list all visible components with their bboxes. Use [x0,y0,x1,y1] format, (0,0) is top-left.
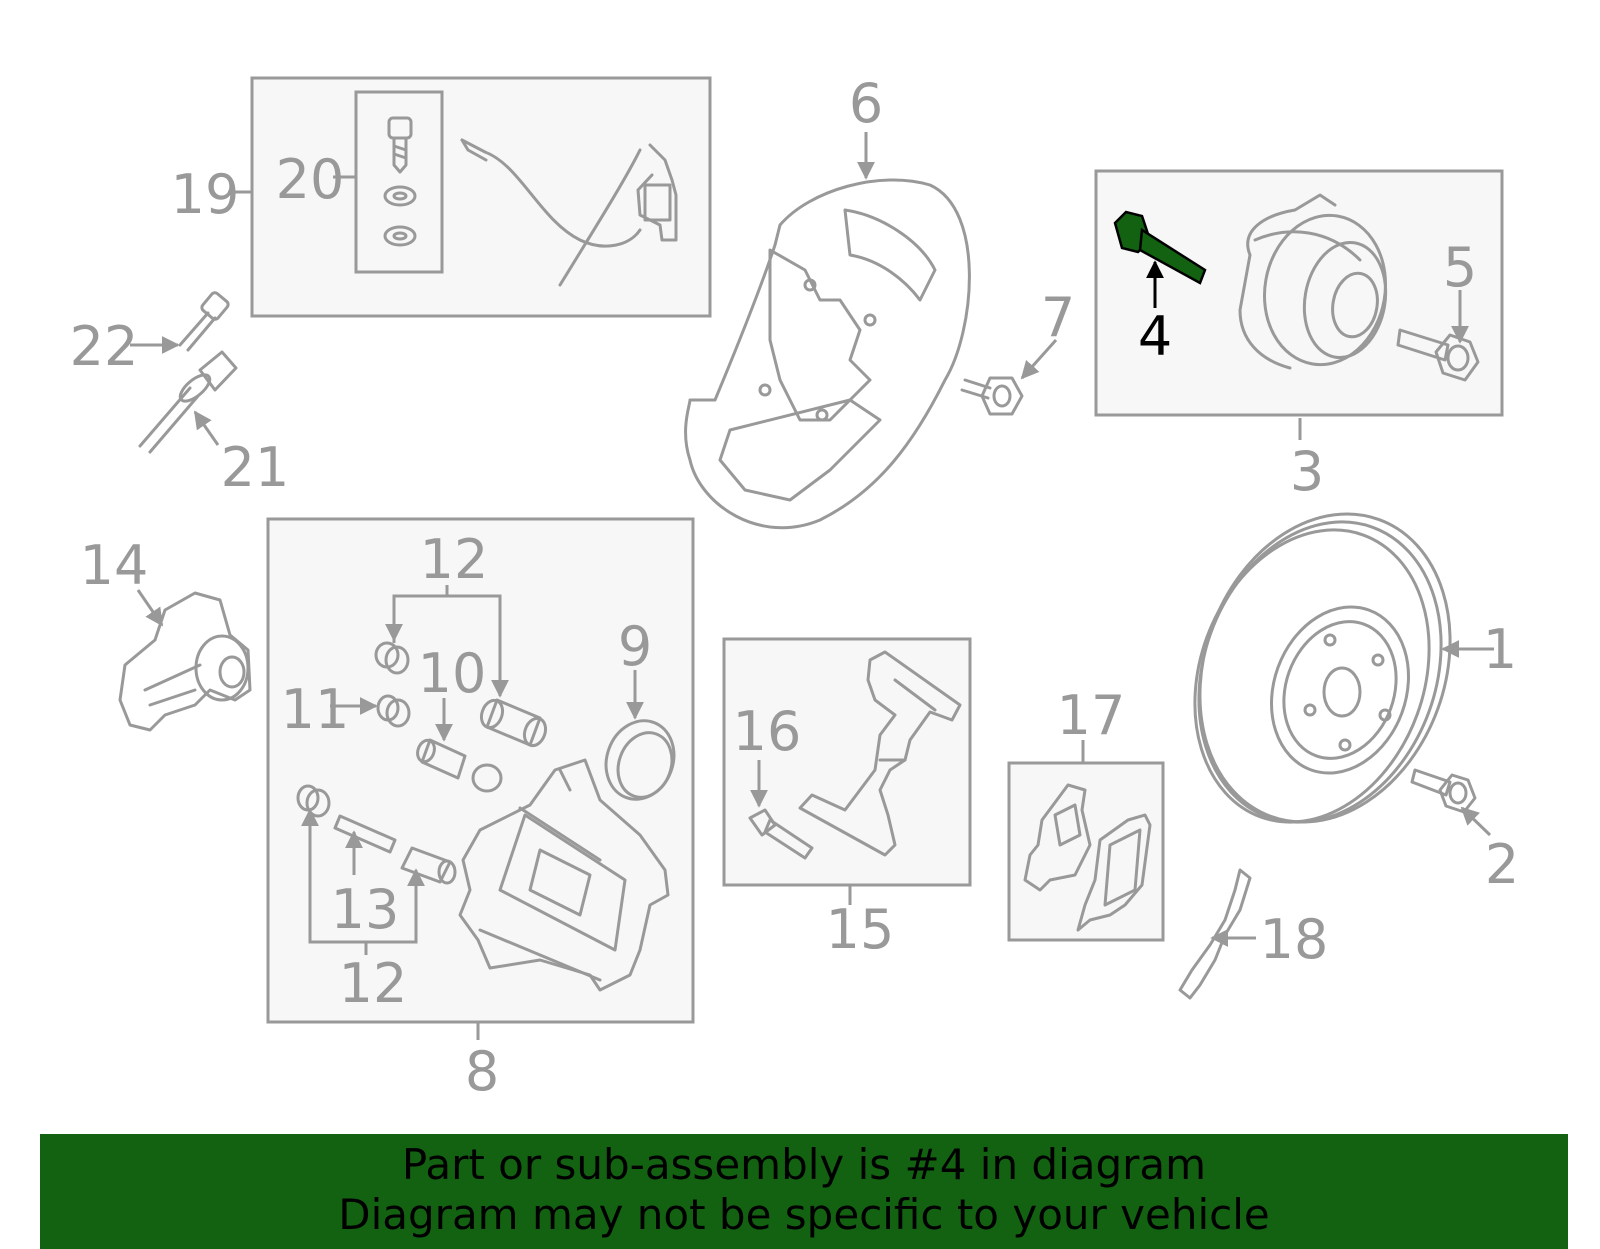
callout-14: 14 [80,534,149,597]
callout-15: 15 [826,898,895,961]
brake-pads-box [1007,761,1165,942]
hub-assembly-box [1094,169,1504,417]
callout-22: 22 [70,315,139,378]
bracket-box [722,637,972,887]
callout-20: 20 [276,148,345,211]
callout-6: 6 [849,72,883,135]
callout-7: 7 [1041,286,1075,349]
info-banner: Part or sub-assembly is #4 in diagram Di… [40,1134,1568,1249]
callout-16: 16 [733,700,802,763]
callout-labels: 1 2 3 4 5 6 7 8 9 10 11 12 12 13 14 15 1… [70,72,1520,1103]
leader-lines [130,132,1494,1040]
callout-19: 19 [171,163,240,226]
wear-sensor-18 [1178,868,1252,1000]
callout-8: 8 [465,1040,499,1103]
callout-3: 3 [1290,440,1324,503]
guide-pin-13 [333,814,457,885]
caliper-assembly-box [266,517,695,1024]
callout-12-top: 12 [420,528,489,591]
sensor-harness [460,138,678,287]
bolt-5 [1396,328,1480,382]
banner-line-2: Diagram may not be specific to your vehi… [338,1190,1270,1239]
sensor-assembly-box [250,76,712,318]
callout-5: 5 [1443,236,1477,299]
bolt-16 [748,808,814,860]
callout-9: 9 [618,615,652,678]
bushing-11 [376,694,411,728]
hub-bearing [1238,193,1388,370]
sleeve-12-top [479,698,548,748]
knuckle-14 [118,591,252,732]
sensor-bolt [383,116,417,247]
callout-1: 1 [1483,618,1517,681]
sensor-21 [138,350,238,454]
banner-line-1: Part or sub-assembly is #4 in diagram [401,1140,1207,1189]
brake-pad-inner [1023,783,1092,892]
brake-pad-outer [1076,813,1152,932]
callout-21: 21 [221,436,290,499]
caliper-body [458,758,670,992]
callout-11: 11 [281,678,350,741]
callout-17: 17 [1057,684,1126,747]
bolt-7 [960,376,1024,416]
callout-4: 4 [1138,305,1172,368]
callout-13: 13 [331,878,400,941]
piston-seal-9 [604,719,676,801]
callout-10: 10 [418,642,487,705]
bracket-15 [798,650,962,857]
bolt-2 [1410,768,1477,814]
callout-18: 18 [1260,908,1329,971]
bolt-22 [178,291,230,352]
bushing-12-small [374,641,410,675]
brake-rotor-1 [1193,512,1452,824]
guide-pin-10 [416,738,503,793]
highlighted-bolt-4 [1113,210,1207,285]
callout-12-bottom: 12 [339,952,408,1015]
callout-2: 2 [1485,833,1519,896]
dust-shield-6 [684,178,971,530]
